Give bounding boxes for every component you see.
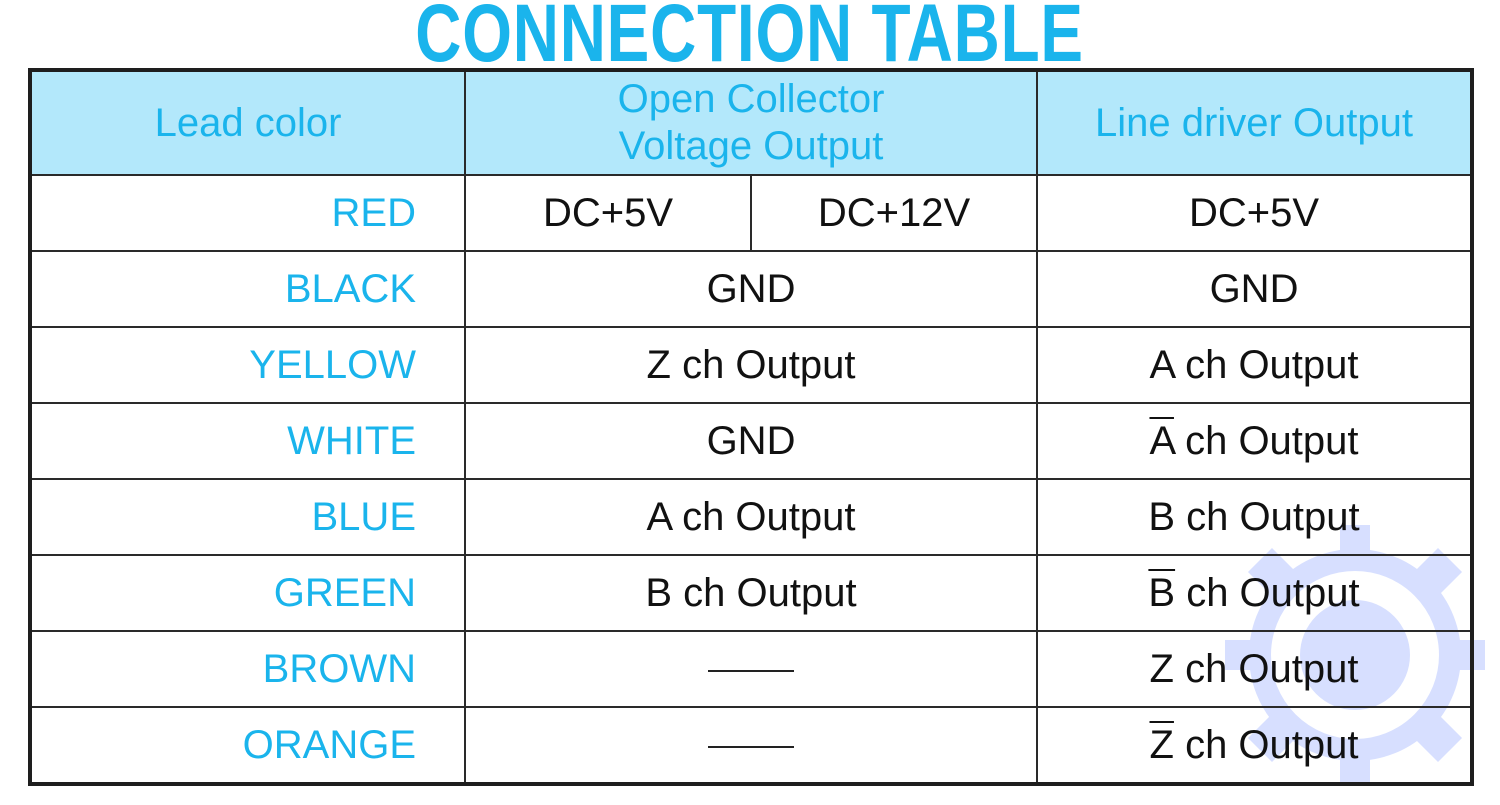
page-title: CONNECTION TABLE [415,0,1084,79]
ld-main: DC+5V [1188,190,1320,235]
lead-color-cell: BLUE [29,478,466,556]
oc-cell-empty [463,630,1039,708]
header-lead-color: Lead color [29,69,466,176]
ld-cell: DC+5V [1036,174,1474,252]
oc-cell-empty [463,706,1039,785]
lead-color-cell: ORANGE [29,706,466,785]
table-row: BLUE A ch Output B ch Output [29,478,1474,556]
lead-color-cell: RED [29,174,466,252]
ld-prefix: A [1149,418,1174,463]
ld-main: GND [1209,266,1299,311]
ld-cell: A ch Output [1036,326,1474,404]
header-row: Lead color Open Collector Voltage Output… [29,69,1474,176]
header-line-driver: Line driver Output [1036,69,1474,176]
ld-cell: B ch Output [1036,554,1474,632]
ld-main: Z ch Output [1149,646,1359,691]
ld-cell: A ch Output [1036,402,1474,480]
ld-suffix: ch Output [1173,722,1359,767]
table-row: ORANGE Z ch Output [29,706,1474,785]
oc-cell: A ch Output [463,478,1039,556]
dash-line [708,669,794,672]
table-row: WHITE GND A ch Output [29,402,1474,480]
lead-color-cell: BLACK [29,250,466,328]
table-row: YELLOW Z ch Output A ch Output [29,326,1474,404]
connection-table: Lead color Open Collector Voltage Output… [28,68,1475,786]
ld-cell: Z ch Output [1036,630,1474,708]
ld-prefix: B [1148,570,1176,615]
ld-cell: GND [1036,250,1474,328]
lead-color-cell: BROWN [29,630,466,708]
oc-cell: B ch Output [463,554,1039,632]
oc-5v-cell: DC+5V [464,174,752,252]
oc-cell: Z ch Output [463,326,1039,404]
header-oc-line1: Open Collector [617,77,885,121]
ld-cell: Z ch Output [1036,706,1474,785]
table-row: GREEN B ch Output B ch Output [29,554,1474,632]
ld-suffix: ch Output [1173,418,1359,463]
lead-color-cell: YELLOW [29,326,466,404]
table-row: BLACK GND GND [29,250,1474,328]
oc-cell: GND [463,402,1039,480]
table-row: RED DC+5V DC+12V DC+5V [29,174,1474,252]
table-row: BROWN Z ch Output [29,630,1474,708]
ld-suffix: ch Output [1175,570,1360,615]
header-oc-line2: Voltage Output [618,124,884,168]
dash-line [708,745,794,748]
header-open-collector: Open Collector Voltage Output [463,69,1039,176]
lead-color-cell: WHITE [29,402,466,480]
ld-main: B ch Output [1148,494,1360,539]
ld-cell: B ch Output [1036,478,1474,556]
ld-prefix: Z [1149,722,1174,767]
oc-cell: GND [463,250,1039,328]
oc-12v-cell: DC+12V [749,174,1039,252]
lead-color-cell: GREEN [29,554,466,632]
ld-main: A ch Output [1149,342,1359,387]
